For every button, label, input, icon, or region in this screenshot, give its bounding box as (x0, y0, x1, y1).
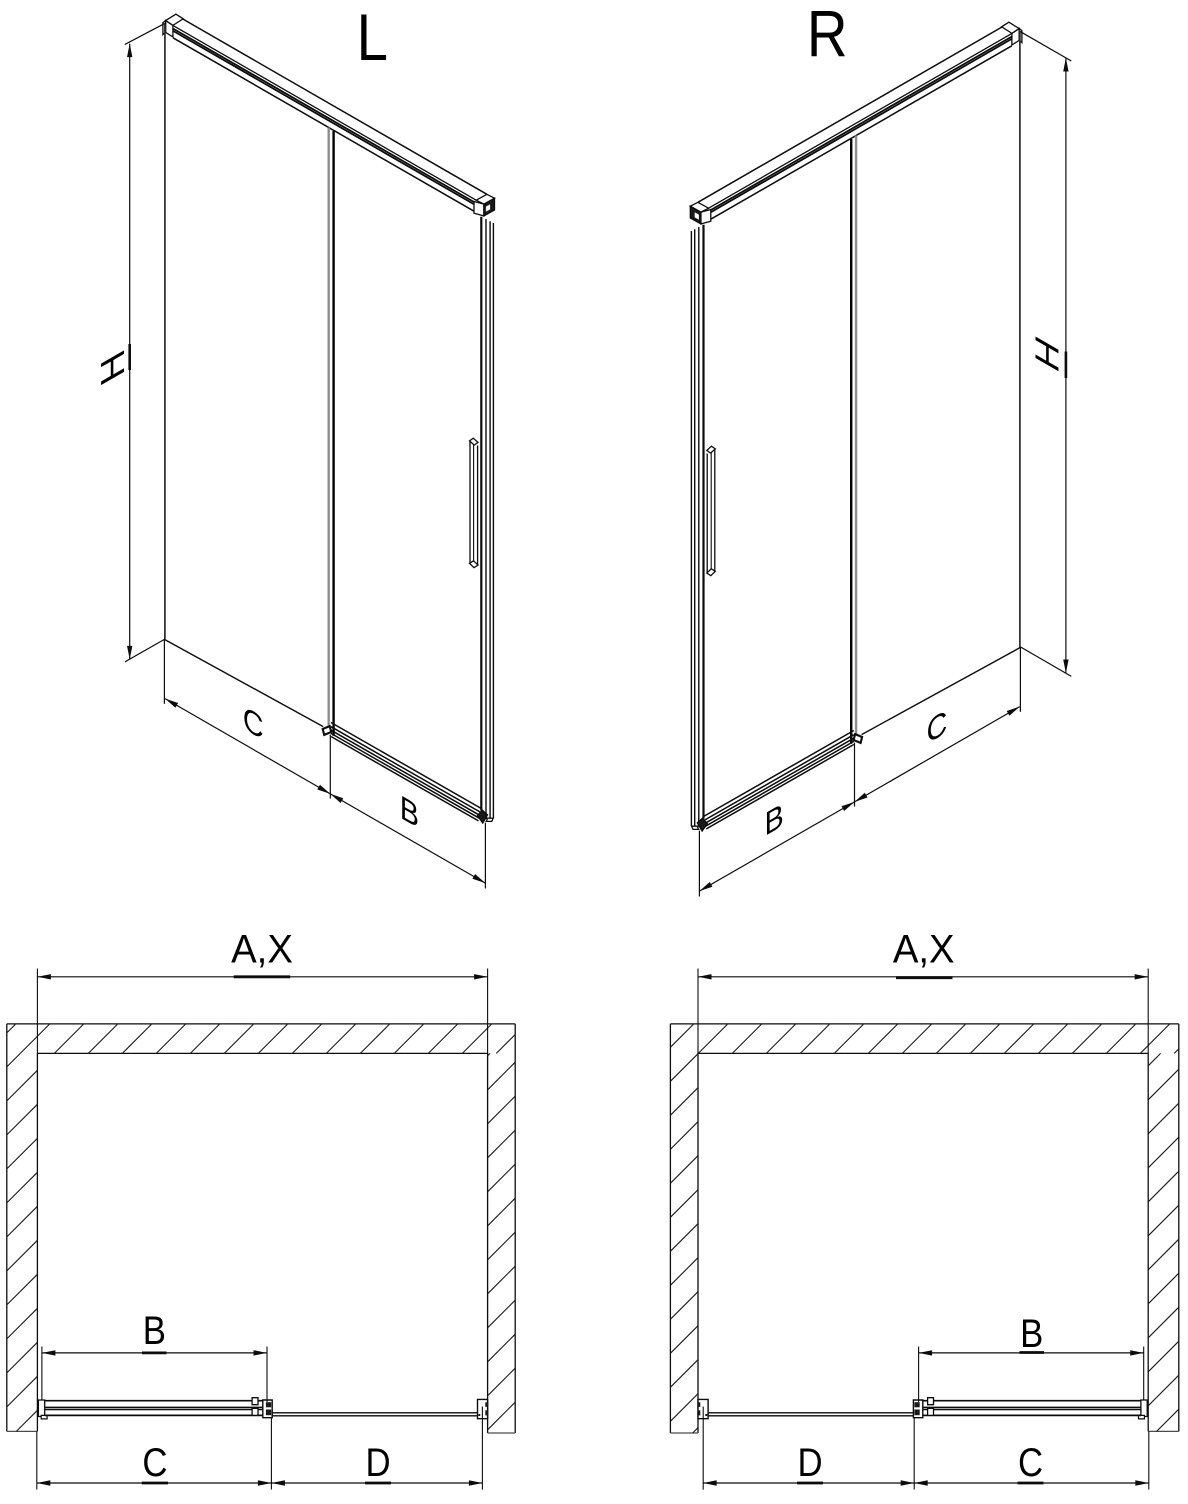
svg-text:C: C (927, 702, 948, 751)
svg-text:A,X: A,X (231, 928, 293, 972)
svg-text:D: D (365, 1440, 390, 1485)
svg-text:A,X: A,X (893, 928, 955, 972)
svg-text:D: D (797, 1440, 822, 1485)
svg-text:R: R (807, 0, 848, 71)
svg-text:B: B (1020, 1311, 1043, 1356)
svg-text:L: L (357, 1, 388, 74)
svg-text:C: C (142, 1440, 167, 1485)
svg-text:C: C (1018, 1440, 1043, 1485)
svg-text:B: B (400, 787, 419, 835)
svg-text:B: B (143, 1308, 166, 1353)
svg-text:B: B (765, 795, 784, 843)
svg-text:C: C (243, 698, 264, 747)
